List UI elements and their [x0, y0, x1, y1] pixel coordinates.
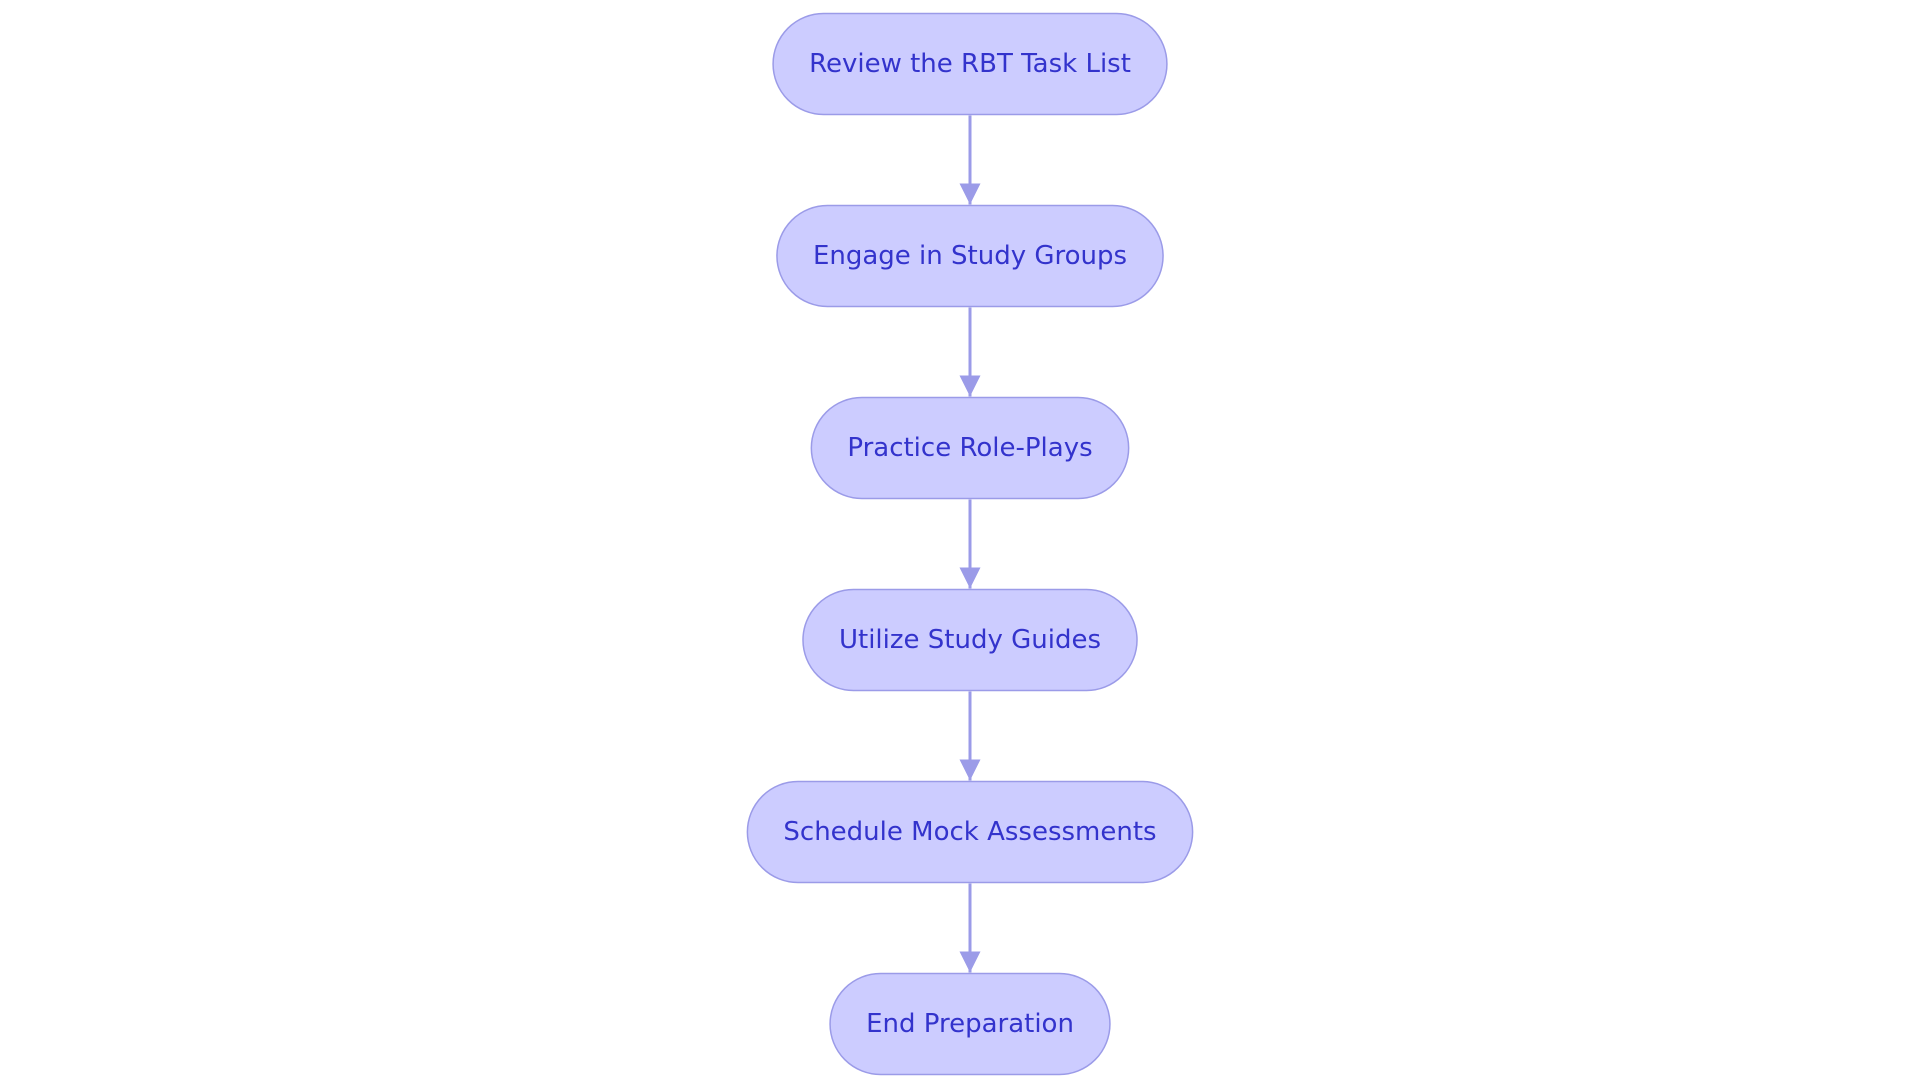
node-label: Review the RBT Task List — [809, 49, 1131, 79]
node-shape — [802, 588, 1138, 692]
flow-node-end: End Preparation — [829, 972, 1111, 1076]
flow-node-role-plays: Practice Role-Plays — [810, 396, 1130, 500]
node-label: Practice Role-Plays — [847, 433, 1092, 463]
node-shape — [746, 780, 1194, 884]
node-shape — [810, 396, 1130, 500]
node-label: End Preparation — [866, 1009, 1074, 1039]
node-label: Schedule Mock Assessments — [783, 817, 1156, 847]
node-shape — [772, 12, 1168, 116]
flow-node-study-groups: Engage in Study Groups — [776, 204, 1164, 308]
flow-node-study-guides: Utilize Study Guides — [802, 588, 1138, 692]
node-shape — [776, 204, 1164, 308]
flow-node-mock-assessments: Schedule Mock Assessments — [746, 780, 1194, 884]
flow-node-review: Review the RBT Task List — [772, 12, 1168, 116]
node-shape — [829, 972, 1111, 1076]
node-label: Utilize Study Guides — [839, 625, 1101, 655]
node-label: Engage in Study Groups — [813, 241, 1127, 271]
